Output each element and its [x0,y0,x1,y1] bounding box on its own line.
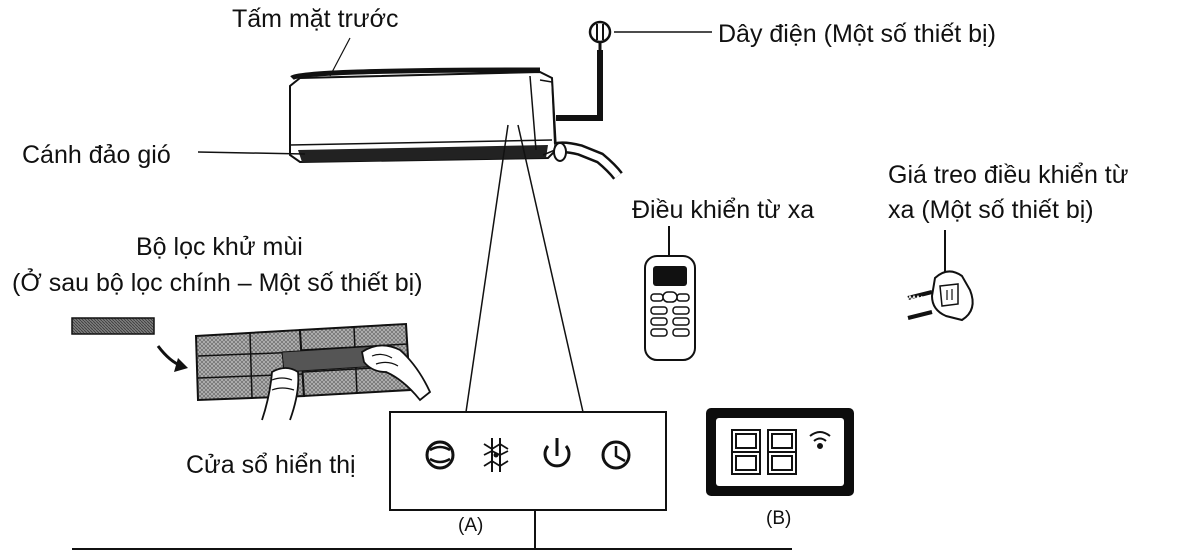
zoom-line-right [517,124,584,413]
label-front-panel: Tấm mặt trước [232,5,398,33]
main-air-filter [194,322,432,421]
label-panel-b: (B) [766,508,791,529]
label-deodorizing-filter-note: (Ở sau bộ lọc chính – Một số thiết bị) [12,267,423,297]
power-icon [543,438,571,468]
louver-leader [197,151,306,155]
remote-controller [644,226,696,361]
label-louver: Cánh đảo gió [22,141,171,169]
indoor-unit [289,67,623,180]
timer-icon [601,440,631,470]
remote-holder [905,230,974,322]
label-remote-holder-line1: Giá treo điều khiển từ [888,161,1128,189]
label-remote-holder-line2: xa (Một số thiết bị) [888,196,1094,224]
display-panel-b [706,408,854,496]
seven-segment-digits [731,429,797,475]
label-panel-a: (A) [458,515,483,536]
label-power-cord: Dây điện (Một số thiết bị) [718,20,996,48]
deodorizing-filter [71,317,188,372]
power-cord [556,20,712,121]
snowflake-icon [483,438,509,472]
display-panel-a [389,411,667,511]
label-deodorizing-filter: Bộ lọc khử mùi [136,233,303,261]
front-panel-leader [329,37,351,77]
label-display-window: Cửa sổ hiển thị [186,451,356,479]
zoom-line-left [465,124,509,413]
label-remote-controller: Điều khiển từ xa [632,196,814,224]
wifi-icon [809,431,831,449]
fan-mode-icon [425,440,455,470]
